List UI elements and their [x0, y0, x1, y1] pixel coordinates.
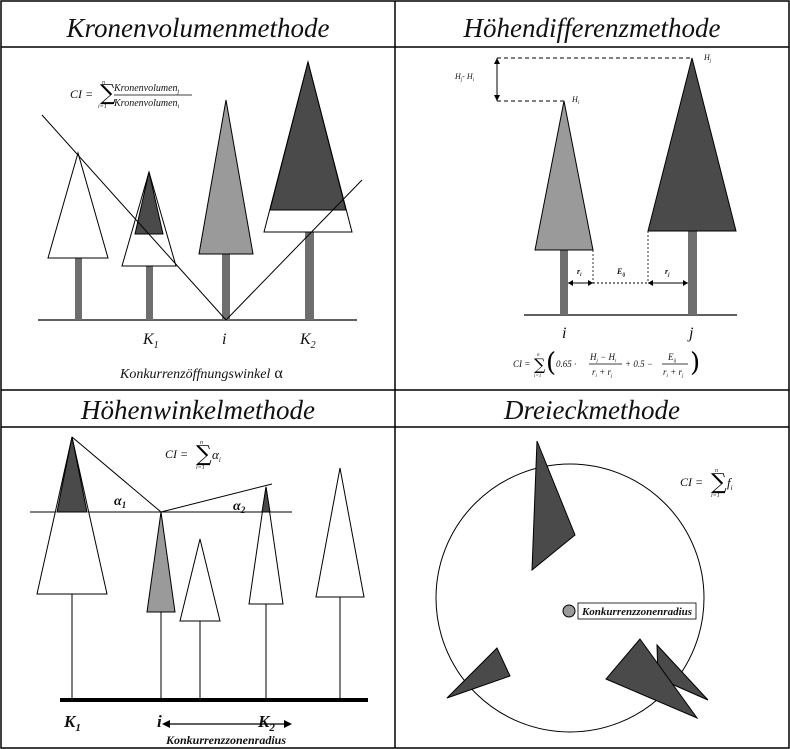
svg-text:i=1: i=1: [534, 374, 541, 379]
title-dreieck: Dreieckmethode: [503, 395, 680, 425]
svg-text:∑: ∑: [711, 470, 727, 495]
angle-line-k2: [161, 484, 272, 512]
tree-k2: [264, 62, 352, 320]
label-hj-hi: Hj- Hi: [454, 72, 475, 83]
title-hoehenwinkel: Höhenwinkelmethode: [80, 395, 315, 425]
svg-text:ri + rj: ri + rj: [592, 367, 613, 379]
svg-text:+ 0.5 −: + 0.5 −: [625, 359, 653, 369]
label-k1: K1: [63, 712, 81, 734]
label-hi: Hi: [571, 95, 580, 106]
label-i: i: [222, 331, 226, 348]
svg-text:∑: ∑: [196, 442, 212, 467]
svg-text:CI =: CI =: [680, 475, 703, 489]
svg-text:i=1: i=1: [98, 104, 107, 110]
svg-text:): ): [690, 348, 700, 378]
title-hoehendifferenz: Höhendifferenzmethode: [463, 13, 721, 43]
svg-text:CI =: CI =: [165, 447, 188, 461]
title-kronenvolumen: Kronenvolumenmethode: [66, 13, 330, 43]
svg-text:n: n: [102, 80, 105, 86]
formula-hoehenwinkel: CI = ∑ n i=1 αi: [165, 440, 221, 471]
svg-text:ri + rj: ri + rj: [663, 367, 684, 379]
triangle-top: [532, 441, 575, 570]
label-i: i: [562, 325, 566, 342]
label-eij: Eij: [616, 267, 626, 278]
triangle-left: [447, 648, 510, 698]
label-i: i: [157, 712, 162, 731]
svg-text:(: (: [546, 348, 556, 378]
svg-text:∑: ∑: [534, 355, 546, 374]
svg-text:0.65 ·: 0.65 ·: [556, 359, 576, 369]
tree-k1: [37, 437, 107, 700]
tree-k2: [249, 487, 283, 700]
tree-j: [648, 58, 736, 315]
svg-text:CI =: CI =: [70, 87, 93, 101]
label-alpha2: α2: [233, 499, 246, 515]
label-j: j: [687, 325, 694, 342]
svg-text:Kronenvolumeni: Kronenvolumeni: [113, 98, 180, 110]
label-rj: rj: [665, 267, 670, 278]
center-tree-marker: [563, 605, 575, 617]
panel-hoehendifferenz: Hj- Hi Hj Hi ri Eij rj i j CI = ∑ n i=1 …: [454, 53, 737, 379]
panel-dreieck: CI = ∑ n i=1 fi Konkurrenzzonenradius: [436, 441, 733, 732]
formula-hoehendifferenz: CI = ∑ n i=1 ( 0.65 · Hj − Hi ri + rj + …: [513, 348, 700, 379]
label-k1: K1: [142, 331, 159, 351]
formula-dreieck: CI = ∑ n i=1 fi: [680, 468, 733, 499]
tree-k1: [122, 172, 176, 320]
label-ri: ri: [577, 267, 582, 278]
tree-far-right: [316, 468, 364, 700]
svg-text:Kronenvolumenj: Kronenvolumenj: [113, 83, 180, 95]
svg-text:CI =: CI =: [513, 359, 530, 369]
label-radius: Konkurrenzzonenradius: [581, 606, 692, 618]
svg-text:Hj − Hi: Hj − Hi: [589, 352, 617, 364]
tree-i: [199, 100, 253, 320]
tree-i: [147, 512, 175, 700]
svg-text:i=1: i=1: [196, 465, 205, 471]
svg-text:fi: fi: [727, 475, 733, 492]
panel-hoehenwinkel: CI = ∑ n i=1 αi: [30, 437, 368, 747]
panel-kronenvolumen: CI = ∑ n i=1 Kronenvolumenj Kronenvolume…: [38, 62, 362, 382]
svg-text:Eij: Eij: [667, 352, 677, 364]
label-k2: K2: [299, 331, 316, 351]
label-alpha1: α1: [114, 494, 126, 510]
svg-text:αi: αi: [212, 447, 221, 464]
label-k2: K2: [257, 712, 275, 734]
svg-text:n: n: [200, 440, 203, 446]
tree-neighbor: [180, 539, 220, 700]
label-hj: Hj: [703, 53, 712, 64]
label-radius: Konkurrenzzonenradius: [165, 733, 286, 747]
formula-kronenvolumen: CI = ∑ n i=1 Kronenvolumenj Kronenvolume…: [70, 80, 192, 110]
svg-text:n: n: [715, 468, 718, 474]
svg-text:i=1: i=1: [711, 493, 720, 499]
